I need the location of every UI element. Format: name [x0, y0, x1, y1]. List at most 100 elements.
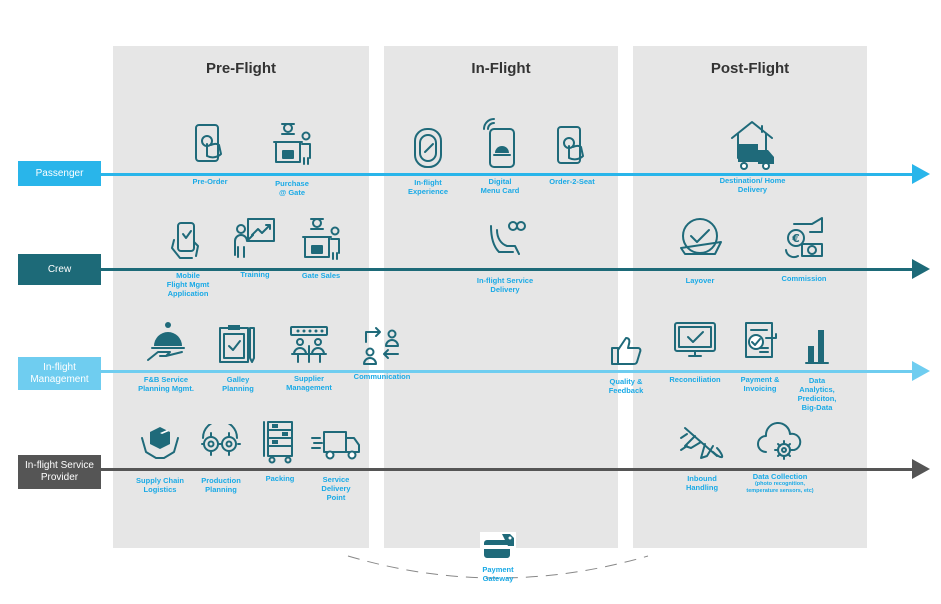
- step-production: Production Planning: [193, 424, 249, 494]
- step-caption-layover: Layover: [685, 276, 715, 285]
- step-caption-payment-gateway-1: Payment: [482, 565, 514, 574]
- lane-line-service-provider: [100, 468, 915, 471]
- step-communication: Communication: [350, 326, 414, 381]
- step-galley: Galley Planning: [208, 322, 268, 393]
- step-caption-fb-planning-2: Planning Mgmt.: [138, 384, 194, 393]
- lane-arrow-inflight-management: [912, 361, 930, 381]
- exchange-people-icon: [363, 327, 399, 365]
- step-caption-data-collection-3: temperature sensors, etc): [746, 488, 814, 494]
- clipboard-check-icon: [219, 325, 255, 363]
- step-caption-purchase-gate-1: Purchase: [275, 179, 309, 188]
- meeting-table-icon: [290, 326, 328, 363]
- lane-label-inflight-management-line2: Management: [30, 373, 89, 385]
- seated-passenger-icon: [490, 221, 526, 255]
- step-commission: € Commission: [772, 214, 836, 283]
- wireless-menu-icon: [483, 118, 515, 168]
- step-caption-data-collection-1: Data Collection: [752, 472, 808, 481]
- step-caption-service-point-3: Point: [326, 493, 346, 502]
- lane-label-inflight-management-line1: In-flight: [43, 361, 76, 373]
- step-payment-gateway: Payment Gateway: [466, 532, 530, 583]
- step-caption-inbound-1: Inbound: [687, 474, 717, 483]
- step-caption-training: Training: [240, 270, 270, 279]
- step-caption-order-2-seat: Order-2-Seat: [549, 177, 595, 186]
- step-caption-production-2: Planning: [205, 485, 237, 494]
- credit-card-tag-icon: [480, 532, 516, 564]
- step-caption-purchase-gate-2: @ Gate: [278, 188, 306, 197]
- phase-title-post-flight: Post-Flight: [710, 60, 790, 77]
- step-inflight-experience: In-flight Experience: [398, 126, 458, 196]
- step-supplier: Supplier Management: [280, 324, 338, 392]
- phase-post-flight: Post-Flight: [633, 46, 867, 548]
- lane-label-inflight-management: In-flight Management: [18, 357, 101, 390]
- lane-arrow-crew: [912, 259, 930, 279]
- step-payment-invoicing: Payment & Invoicing: [730, 320, 790, 393]
- step-digital-menu: Digital Menu Card: [468, 117, 532, 195]
- step-caption-pre-order: Pre-Order: [192, 177, 228, 186]
- step-caption-supply-chain-1: Supply Chain: [136, 476, 184, 485]
- step-inflight-service-delivery: In-flight Service Delivery: [465, 218, 545, 294]
- box-hands-icon: [141, 427, 179, 459]
- gears-icon: [201, 424, 241, 456]
- step-caption-mobile-app-3: Application: [167, 289, 209, 298]
- airplane-window-icon: [414, 128, 442, 168]
- step-caption-quality-2: Feedback: [608, 386, 644, 395]
- step-caption-quality-1: Quality &: [609, 377, 643, 386]
- delivery-truck-icon: [311, 431, 360, 460]
- step-caption-payment-invoicing-2: Invoicing: [743, 384, 777, 393]
- step-caption-supplier-2: Management: [286, 383, 332, 392]
- step-caption-packing: Packing: [265, 474, 295, 483]
- step-caption-data-analytics-2: Analytics,: [799, 385, 835, 394]
- lane-label-crew: Crew: [18, 254, 101, 285]
- airplane-icon: [680, 427, 724, 459]
- step-data-collection: Data Collection (photo recognition, temp…: [728, 420, 832, 495]
- lane-label-crew-text: Crew: [47, 263, 72, 275]
- cloche-hand-icon: [147, 322, 185, 361]
- step-caption-commission: Commission: [781, 274, 827, 283]
- trolley-icon: [263, 421, 293, 464]
- thumbs-up-icon: [611, 337, 642, 365]
- lane-line-crew: [100, 268, 915, 271]
- step-caption-production-1: Production: [201, 476, 241, 485]
- step-caption-reconciliation: Reconciliation: [669, 375, 721, 384]
- presentation-icon: [234, 218, 275, 258]
- lane-label-service-provider: In-flight Service Provider: [18, 455, 101, 489]
- step-data-analytics: Data Analytics, Prediciton, Big-Data: [790, 326, 844, 412]
- hand-phone-icon: [171, 222, 199, 259]
- house-truck-icon: [730, 121, 774, 170]
- step-caption-supplier-1: Supplier: [293, 374, 324, 383]
- step-purchase-gate: Purchase @ Gate: [262, 120, 322, 197]
- step-caption-destination-1: Destination/ Home: [719, 176, 786, 185]
- bar-chart-icon: [805, 330, 829, 364]
- step-caption-inflight-experience-2: Experience: [407, 187, 449, 196]
- step-caption-mobile-app-2: Flight Mgmt: [166, 280, 210, 289]
- step-caption-digital-menu-2: Menu Card: [480, 186, 520, 195]
- lane-line-passenger: [100, 173, 915, 176]
- step-caption-supply-chain-2: Logistics: [143, 485, 177, 494]
- cloud-gear-icon: [757, 422, 802, 460]
- step-caption-galley-1: Galley: [226, 375, 250, 384]
- lane-arrow-service-provider: [912, 459, 930, 479]
- euro-coins-icon: €: [785, 217, 823, 259]
- step-layover: Layover: [668, 214, 732, 285]
- step-caption-inflight-service-delivery-1: In-flight Service: [476, 276, 534, 285]
- phase-pre-flight: Pre-Flight: [113, 46, 369, 548]
- clock-plane-icon: [680, 218, 722, 255]
- step-destination: Destination/ Home Delivery: [705, 118, 800, 194]
- lane-arrow-passenger: [912, 164, 930, 184]
- step-caption-payment-gateway-2: Gateway: [482, 574, 514, 583]
- step-caption-payment-invoicing-1: Payment &: [740, 375, 780, 384]
- step-caption-data-analytics-3: Prediciton,: [797, 394, 837, 403]
- step-inbound: Inbound Handling: [670, 420, 734, 492]
- step-caption-service-point-1: Service: [322, 475, 350, 484]
- lane-label-passenger-text: Passenger: [35, 167, 84, 179]
- step-caption-service-point-2: Delivery: [321, 484, 351, 493]
- monitor-check-icon: [674, 322, 716, 357]
- step-reconciliation: Reconciliation: [663, 320, 727, 384]
- lane-line-inflight-management: [100, 370, 915, 373]
- phase-title-pre-flight: Pre-Flight: [206, 60, 276, 77]
- step-fb-planning: F&B Service Planning Mgmt.: [128, 320, 204, 393]
- step-packing: Packing: [252, 418, 308, 483]
- lane-label-service-provider-line2: Provider: [40, 472, 79, 483]
- step-caption-inflight-experience-1: In-flight: [414, 178, 442, 187]
- step-caption-communication: Communication: [353, 372, 411, 381]
